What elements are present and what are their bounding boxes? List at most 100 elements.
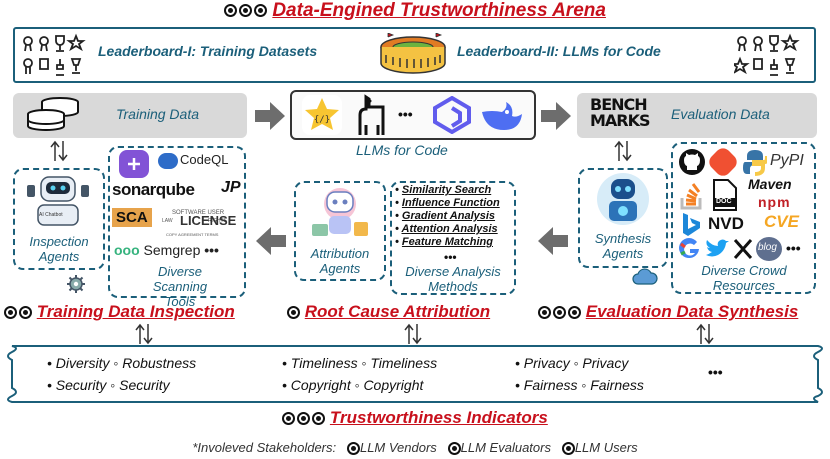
svg-text:LAW: LAW <box>162 218 173 224</box>
page-title: Data-Engined Trustworthiness Arena <box>272 0 606 21</box>
attribution-section-title: Root Cause Attribution <box>304 302 491 321</box>
user-icon <box>561 442 575 456</box>
synthesis-robot-icon <box>597 173 649 225</box>
deepseek-icon <box>482 102 522 130</box>
semgrep-logo: ooo Semgrep ••• <box>114 242 219 258</box>
robot-caption: AI Chatbot <box>39 212 63 218</box>
database-icon <box>27 97 79 131</box>
title-row: Data-Engined Trustworthiness Arena <box>0 0 830 22</box>
attribution-section-title-row: Root Cause Attribution <box>287 302 490 322</box>
cve-logo: CVE <box>764 212 799 231</box>
gear-icon <box>67 275 85 293</box>
indicator-item: • Security ◦ Security <box>47 377 170 393</box>
inspection-section-title-row: Training Data Inspection <box>4 302 235 322</box>
leaderboard-2-label: Leaderboard-II: LLMs for Code <box>457 43 661 59</box>
tools-dots: ••• <box>204 242 219 258</box>
analysis-methods-list: • Similarity Search • Influence Function… <box>395 184 513 249</box>
semgrep-icon: ooo <box>114 242 140 258</box>
swap-arrows-indicators-3 <box>696 323 714 345</box>
maven-logo: Maven <box>748 176 792 192</box>
bing-icon <box>683 213 700 236</box>
codeql-icon <box>158 152 178 169</box>
crowd-resources-box <box>671 142 816 294</box>
stakeholder-icons <box>4 306 32 320</box>
python-icon <box>743 150 767 176</box>
arrow-right-1 <box>255 102 285 130</box>
synthesis-agents-label: Synthesis Agents <box>594 231 652 261</box>
indicator-item: • Privacy ◦ Privacy <box>515 355 629 371</box>
analysis-methods-box <box>390 181 516 295</box>
inspection-section-title: Training Data Inspection <box>36 302 235 321</box>
svg-text:SOFTWARE USER: SOFTWARE USER <box>172 210 225 216</box>
inspection-agents-label: Inspection Agents <box>29 234 89 264</box>
trophy-icons-right <box>734 33 800 76</box>
methods-dots: ••• <box>444 250 457 264</box>
blog-icon <box>756 237 782 261</box>
svg-text:COPY AGREEMENT TERMS: COPY AGREEMENT TERMS <box>166 232 219 237</box>
stackoverflow-icon <box>680 183 702 210</box>
indicators-dots: ••• <box>708 364 723 380</box>
stakeholders-legend: *Involeved Stakeholders: LLM Vendors LLM… <box>0 440 830 456</box>
stakeholder-users: LLM Users <box>574 440 638 455</box>
svg-text:{/}: {/} <box>314 115 330 125</box>
cloud-icon <box>632 268 658 285</box>
stakeholder-icons <box>287 306 300 320</box>
synthesis-agents-box <box>578 168 668 268</box>
evaluator-icon <box>447 442 461 456</box>
method-item: • Gradient Analysis <box>395 210 496 222</box>
vendor-icon <box>346 442 360 456</box>
blog-label: blog <box>758 242 777 253</box>
stakeholder-icons <box>538 306 581 320</box>
qwen-icon <box>433 96 471 134</box>
robot-icon <box>27 176 89 226</box>
sonarqube-logo: sonarqube <box>112 180 195 199</box>
method-item: • Influence Function <box>395 197 500 209</box>
method-item: • Feature Matching <box>395 236 493 248</box>
indicator-item: • Timeliness ◦ Timeliness <box>282 355 438 371</box>
swap-arrows-inspection <box>50 140 68 162</box>
indicators-scroll-banner <box>7 345 823 403</box>
synthesis-section-title-row: Evaluation Data Synthesis <box>538 302 798 322</box>
training-data-label: Training Data <box>116 106 200 122</box>
semgrep-label: Semgrep <box>143 242 201 258</box>
inspection-agents-box <box>13 168 105 270</box>
stakeholder-vendors: LLM Vendors <box>359 440 437 455</box>
synthesis-section-title: Evaluation Data Synthesis <box>585 302 799 321</box>
tool-tile-purple-icon <box>119 150 149 178</box>
arrow-left-1 <box>256 227 286 255</box>
stakeholder-icons <box>224 4 268 18</box>
codeql-logo: CodeQL <box>158 152 228 169</box>
indicator-item: • Fairness ◦ Fairness <box>515 377 644 393</box>
sca-logo: SCA <box>112 208 152 227</box>
arrow-right-2 <box>541 102 571 130</box>
indicator-item: • Copyright ◦ Copyright <box>282 377 424 393</box>
google-icon <box>679 238 699 259</box>
license-label: LICENSE <box>180 213 237 228</box>
svg-text:RIGHTS: RIGHTS <box>208 218 228 224</box>
stakeholder-evaluators: LLM Evaluators <box>460 440 551 455</box>
attribution-agents-label: Attribution Agents <box>310 246 370 276</box>
scanning-tools-label: Diverse Scanning Tools <box>152 264 208 309</box>
indicator-item: • Diversity ◦ Robustness <box>47 355 197 371</box>
swap-arrows-synthesis <box>614 140 632 162</box>
crowd-resources-label: Diverse Crowd Resources <box>701 263 787 293</box>
indicators-title-row: Trustworthiness Indicators <box>0 408 830 428</box>
pypi-logo: PyPI <box>770 152 804 169</box>
leaderboard-1-label: Leaderboard-I: Training Datasets <box>98 43 318 59</box>
indicators-title: Trustworthiness Indicators <box>329 408 548 427</box>
arena-banner <box>13 27 816 83</box>
attribution-robot-icon <box>312 188 368 236</box>
github-icon <box>679 149 705 175</box>
indicators-col-3: • Privacy ◦ Privacy • Fairness ◦ Fairnes… <box>515 352 644 396</box>
scanning-tools-box <box>108 146 246 298</box>
trophy-icons-left <box>23 33 86 76</box>
document-icon <box>713 179 737 211</box>
llm-dots: ••• <box>398 106 413 122</box>
twitter-icon <box>706 239 729 257</box>
llms-caption: LLMs for Code <box>356 142 448 158</box>
llama-icon <box>358 94 385 135</box>
indicators-col-2: • Timeliness ◦ Timeliness • Copyright ◦ … <box>282 352 437 396</box>
x-icon <box>733 239 753 259</box>
swap-arrows-indicators-2 <box>404 323 422 345</box>
method-item: • Similarity Search <box>395 184 492 196</box>
